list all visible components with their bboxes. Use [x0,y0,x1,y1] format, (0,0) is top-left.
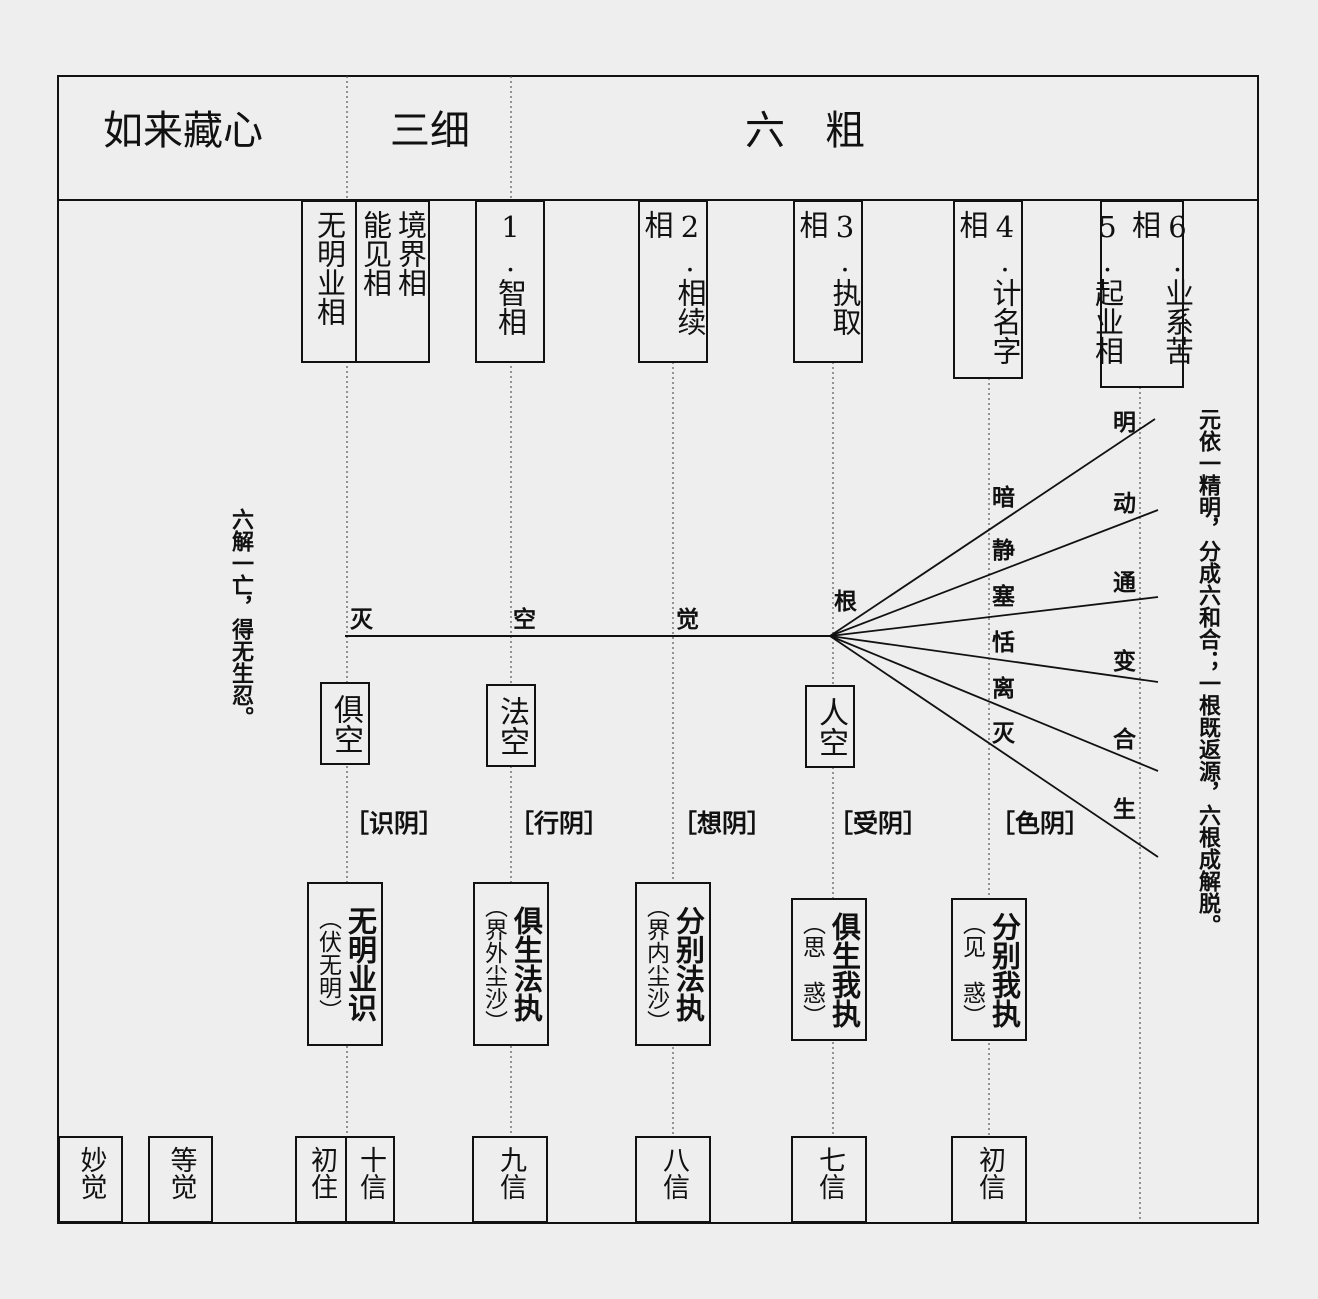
box-equal: 等觉 [148,1136,213,1223]
header-tathagatagarbha: 如来藏心 [103,108,263,154]
affliction-2-note: （界外尘沙） [480,895,507,1033]
box-seventh-faith: 七信 [791,1136,867,1223]
label-karma-suffering: 6.业系苦相 [1127,210,1195,365]
sense-inner-4: 恬 [992,630,1015,656]
label-continuity: 2.相续相 [640,210,707,336]
box-first-abiding: 初住 [295,1136,347,1223]
box-affliction-5: 分别我执 （见 惑） [951,898,1027,1041]
label-perceiver: 能见相 [358,210,393,297]
ray-6 [829,635,1159,858]
ray-3 [829,596,1159,637]
affliction-2-main: 俱生法执 [509,906,544,1022]
stage-first-faith: 初信 [974,1146,1005,1200]
label-extinction: 灭 [350,607,373,633]
box-wonderful: 妙觉 [58,1136,123,1223]
ray-5 [829,635,1159,772]
stage-ninth-faith: 九信 [495,1146,526,1200]
label-emptiness: 空 [513,607,536,633]
stage-seventh-faith: 七信 [814,1146,845,1200]
right-verse: 元依一精明，分成六和合；一根既返源，六根成解脱。 [1195,408,1220,936]
skandha-perception: ［想阴］ [672,809,773,838]
label-awareness: 觉 [676,607,699,633]
box-ignorance-karma: 无明业相 [301,200,357,363]
stage-first-abiding: 初住 [306,1146,337,1200]
affliction-3-note: （界内尘沙） [642,895,669,1033]
sense-inner-6: 灭 [992,721,1015,747]
stage-equal: 等觉 [165,1146,197,1200]
label-all-empty: 俱空 [328,693,363,754]
label-grasping: 3.执取相 [795,210,862,336]
sense-outer-6: 生 [1113,797,1136,823]
box-grasping: 3.执取相 [793,200,863,363]
label-root: 根 [834,589,857,615]
sense-rays [829,418,1159,858]
outer-frame [57,75,1259,1224]
box-continuity: 2.相续相 [638,200,708,363]
box-tenth-faith: 十信 [345,1136,395,1223]
box-affliction-1: 无明业识 （伏无明） [307,882,383,1046]
box-first-faith: 初信 [951,1136,1027,1223]
ray-1 [829,418,1156,637]
skandha-form: ［色阴］ [990,809,1091,838]
sense-inner-5: 离 [992,676,1015,702]
sense-inner-3: 塞 [992,584,1015,610]
box-karma: 6.业系苦相 5.起业相 [1091,200,1195,388]
sense-outer-3: 通 [1113,570,1136,596]
affliction-5-note: （见 惑） [958,912,985,1027]
label-ignorance-karma: 无明业相 [312,210,347,326]
box-naming: 4.计名字相 [953,200,1023,379]
affliction-4-main: 俱生我执 [827,911,862,1028]
box-affliction-4: 俱生我执 （思 惑） [791,898,867,1041]
box-all-empty: 俱空 [320,682,370,765]
box-ninth-faith: 九信 [472,1136,548,1223]
skandha-feeling: ［受阴］ [828,809,929,838]
box-wisdom: 1.智相 [475,200,545,363]
stage-wonderful: 妙觉 [75,1146,107,1200]
affliction-1-note: （伏无明） [314,906,341,1022]
skandha-consciousness: ［识阴］ [344,809,445,838]
ray-4 [829,635,1159,683]
sense-outer-2: 动 [1113,491,1136,517]
ray-2 [829,509,1159,637]
label-wisdom: 1.智相 [493,210,528,336]
sense-outer-4: 变 [1113,649,1136,675]
label-dharma-empty: 法空 [494,695,529,756]
sense-inner-2: 静 [992,538,1015,564]
skandha-formations: ［行阴］ [509,809,610,838]
affliction-4-note: （思 惑） [798,912,825,1027]
header-three-subtle: 三细 [390,108,470,154]
stage-eighth-faith: 八信 [658,1146,689,1200]
affliction-1-main: 无明业识 [343,906,378,1022]
left-verse: 六解一亡，得无生忍。 [228,508,253,728]
box-self-empty: 人空 [805,685,855,768]
box-perceiver-object: 境界相 能见相 [355,200,430,363]
label-object: 境界相 [393,210,428,297]
label-self-empty: 人空 [813,696,848,757]
box-affliction-3: 分别法执 （界内尘沙） [635,882,711,1046]
header-six-coarse: 六 粗 [745,108,865,154]
box-dharma-empty: 法空 [486,684,536,767]
affliction-5-main: 分别我执 [987,911,1022,1028]
label-karma-arising: 5.起业相 [1090,210,1125,365]
box-affliction-2: 俱生法执 （界外尘沙） [473,882,549,1046]
label-naming: 4.计名字相 [955,210,1022,365]
sense-inner-1: 暗 [992,485,1015,511]
sense-outer-1: 明 [1113,410,1136,436]
box-eighth-faith: 八信 [635,1136,711,1223]
sense-outer-5: 合 [1113,727,1136,753]
affliction-3-main: 分别法执 [671,906,706,1022]
stage-tenth-faith: 十信 [355,1146,386,1200]
